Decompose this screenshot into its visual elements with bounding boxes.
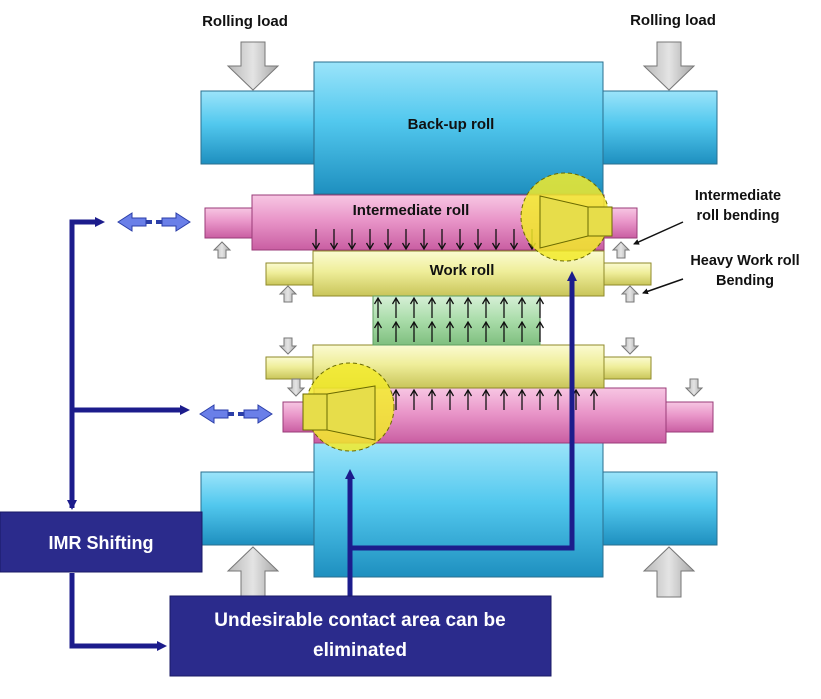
pressure-arrow [391,296,401,318]
pressure-arrow [427,296,437,318]
pressure-arrow [499,388,509,410]
label-work-bending-2: Bending [716,273,774,289]
pressure-arrow [535,388,545,410]
pressure-arrow [409,320,419,342]
label-rolling-load-right: Rolling load [630,12,716,29]
rolling-load-arrow-bottom-right [642,546,696,598]
top-backup-roll [200,61,718,195]
label-work-roll: Work roll [430,262,495,279]
bottom-backup-roll [200,442,718,578]
contact-area-box [169,595,552,677]
pressure-arrow [427,388,437,410]
pressure-arrow [455,229,465,251]
label-rolling-load-left: Rolling load [202,13,288,30]
label-imr-shifting: IMR Shifting [49,533,154,553]
bottom-backup-neck-right [602,471,718,546]
label-intermediate-roll: Intermediate roll [353,202,470,219]
pressure-arrow [409,388,419,410]
pressure-arrow [499,320,509,342]
pressure-arrow [589,388,599,410]
shift-arrow-top [117,212,191,232]
contact-highlight-bottom [302,362,395,452]
pressure-arrow [481,388,491,410]
pressure-arrow [419,229,429,251]
bending-arrow-bottom-imr-left [286,378,306,397]
pressure-arrow [445,296,455,318]
pressure-arrow [437,229,447,251]
pressure-arrows-bottom-imr [391,388,599,410]
bending-arrow-bottom-wr-right [620,337,640,355]
pressure-arrow [445,320,455,342]
pressure-arrow [509,229,519,251]
pressure-arrow [383,229,393,251]
pressure-arrow [481,296,491,318]
pressure-arrow [463,320,473,342]
pressure-arrow [481,320,491,342]
bottom-backup-body [313,442,604,578]
imr-shifting-box [0,511,203,573]
pressure-arrow [373,296,383,318]
pressure-arrows-strip [373,296,545,342]
bottom-backup-neck-left [200,471,316,546]
label-contact-area-2: eliminated [313,640,407,661]
label-work-bending-1: Heavy Work roll [690,253,799,269]
bending-arrow-bottom-imr-right [684,378,704,397]
pressure-arrow [365,229,375,251]
top-wr-neck-left [265,262,315,286]
bending-arrow-top-wr-right [620,285,640,303]
bending-arrow-top-wr-left [278,285,298,303]
bending-arrow-top-imr-left [212,241,232,259]
pressure-arrow [347,229,357,251]
label-intermediate-bending-1: Intermediate [695,188,781,204]
strip [372,295,541,346]
pressure-arrow [535,296,545,318]
pressure-arrow [517,320,527,342]
pressure-arrow [535,320,545,342]
rolling-load-arrow-bottom-left [226,546,280,598]
pressure-arrow [373,320,383,342]
pressure-arrow [473,229,483,251]
bottom-wr-neck-right [602,356,652,380]
label-backup-roll: Back-up roll [408,116,495,133]
bottom-wr-neck-left [265,356,315,380]
imr-shifting-connectors [67,217,190,651]
pressure-arrow [499,296,509,318]
contact-area-connectors [345,271,577,597]
bottom-imr-neck-right [664,401,714,433]
pressure-arrow [391,320,401,342]
bending-arrow-top-imr-right [611,241,631,259]
label-contact-area-1: Undesirable contact area can be [214,610,505,631]
pressure-arrow [517,296,527,318]
pressure-arrow [463,296,473,318]
pressure-arrow [391,388,401,410]
pressure-arrow [329,229,339,251]
top-wr-neck-right [602,262,652,286]
pressure-arrow [517,388,527,410]
top-backup-body [313,61,604,195]
pressure-arrow [463,388,473,410]
pressure-arrow [409,296,419,318]
pressure-arrow [311,229,321,251]
pointer-work-bending [642,278,684,295]
bending-arrow-bottom-wr-left [278,337,298,355]
label-intermediate-bending-2: roll bending [697,208,780,224]
pressure-arrow [427,320,437,342]
pressure-arrow [491,229,501,251]
pressure-arrow [401,229,411,251]
rolling-load-arrow-top-left [226,41,280,91]
top-backup-neck-right [602,90,718,165]
pointer-intermediate-bending [633,221,684,245]
contact-highlight-top [520,172,613,262]
top-backup-neck-left [200,90,316,165]
top-imr-neck-left [204,207,254,239]
rolling-load-arrow-top-right [642,41,696,91]
pressure-arrow [445,388,455,410]
pressure-arrow [553,388,563,410]
shift-arrow-bottom [199,404,273,424]
